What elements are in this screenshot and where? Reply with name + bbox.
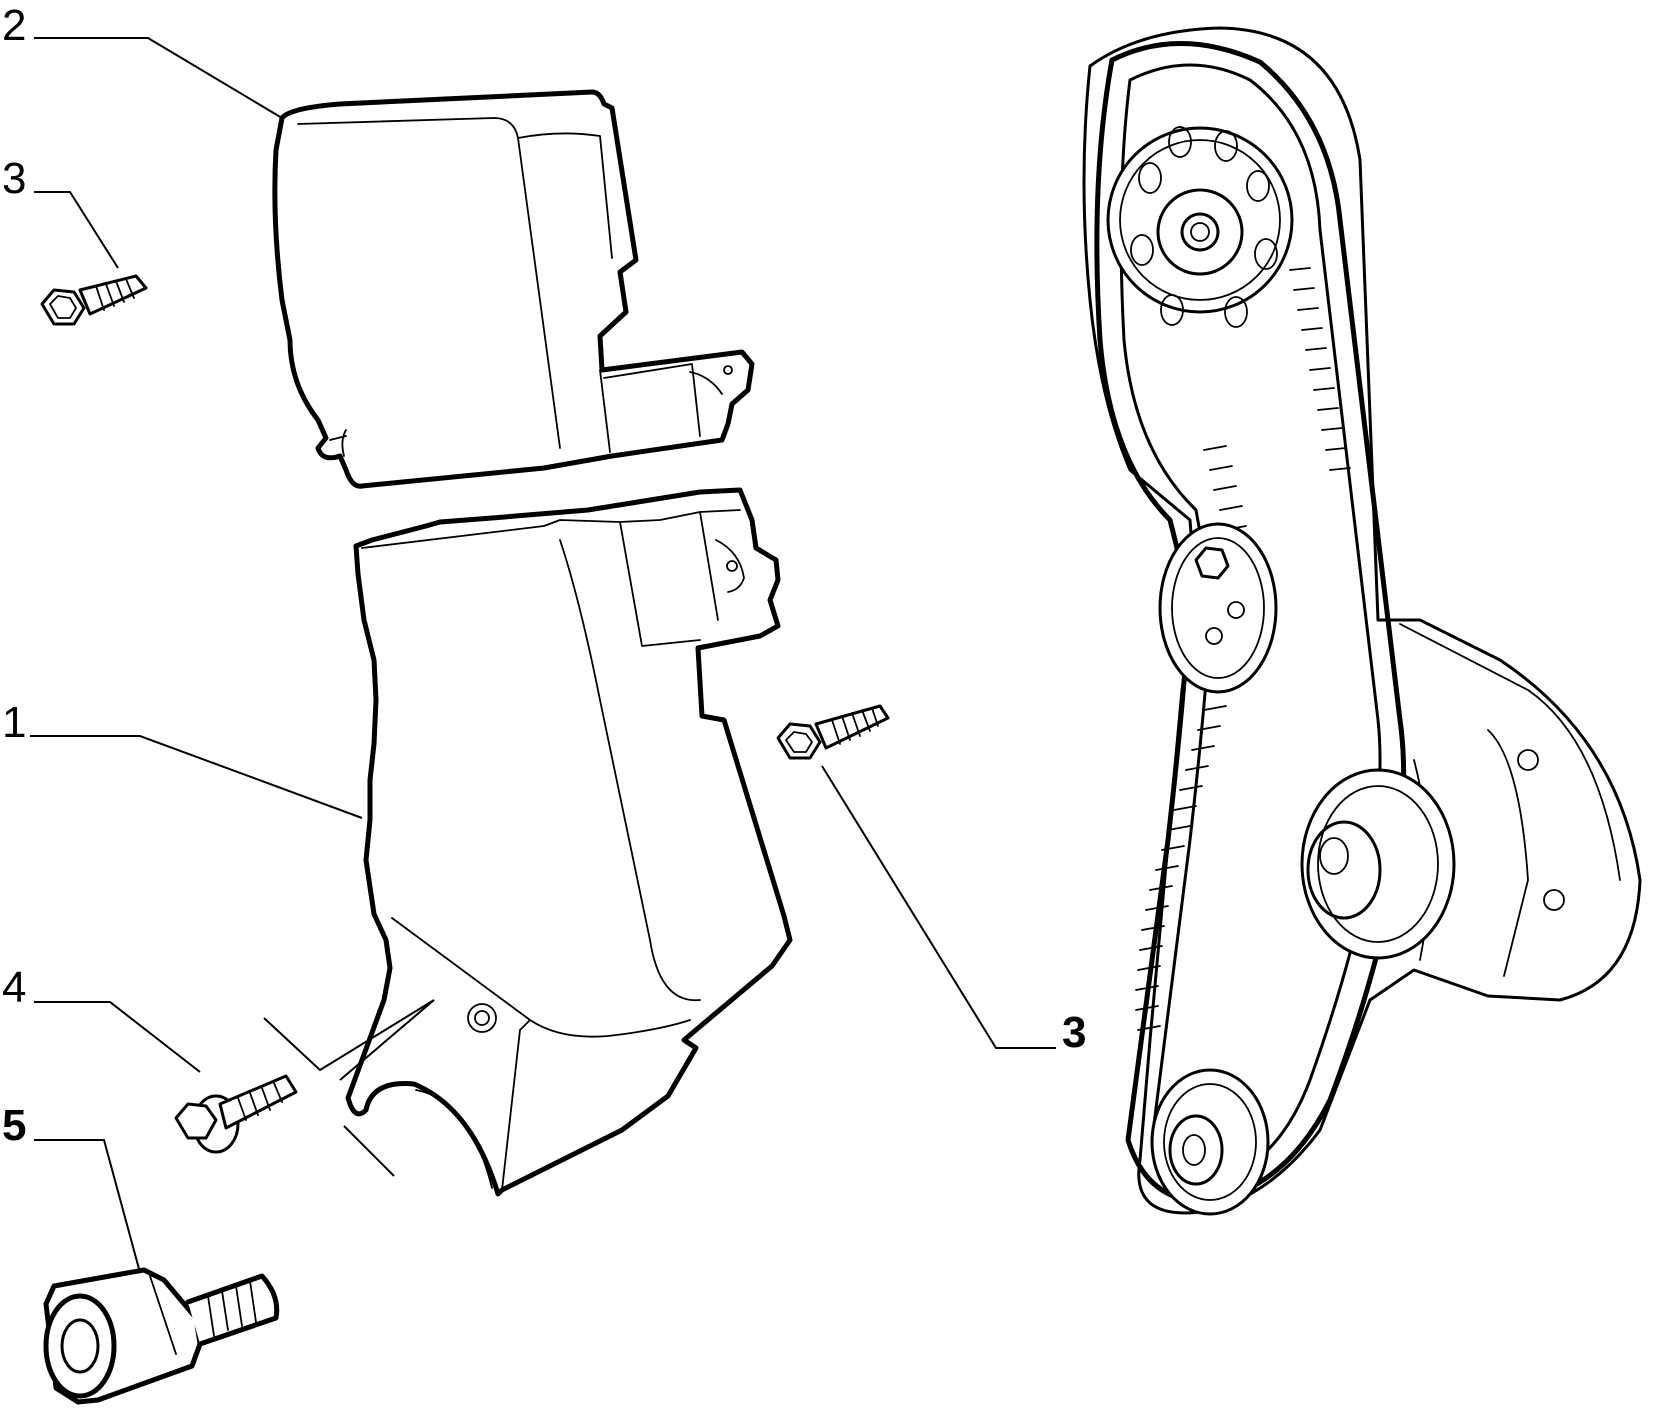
flange-bolt-icon: [174, 1074, 298, 1154]
idler-pulley-icon: [1300, 768, 1456, 960]
callout-5-leader: [34, 1139, 143, 1281]
spacer-stud-icon: [43, 1267, 280, 1405]
callout-3-left-leader: [34, 191, 119, 269]
callout-3-right-label: 3: [1062, 1008, 1086, 1057]
callout-1-leader: [30, 735, 363, 819]
callout-2-leader: [34, 37, 283, 119]
lower-timing-cover-icon: [345, 487, 793, 1197]
callout-4-group: 4: [2, 963, 201, 1073]
callout-3-left-label: 3: [2, 154, 26, 203]
callout-2-label: 2: [2, 1, 26, 50]
tensioner-pulley-icon: [1158, 522, 1278, 694]
callout-3-right-leader: [821, 765, 1056, 1049]
callout-3-right-group: 3: [821, 765, 1086, 1057]
timing-belt-assembly-icon: [1082, 26, 1642, 1216]
section-break-marker: [263, 999, 435, 1177]
callout-1-group: 1: [2, 698, 363, 819]
callout-5-label: 5: [2, 1101, 26, 1150]
callout-4-leader: [34, 1001, 201, 1073]
camshaft-pulley-icon: [1106, 126, 1294, 328]
crankshaft-pulley-icon: [1150, 1068, 1270, 1216]
self-tapping-screw-icon: [40, 274, 148, 326]
upper-timing-cover-icon: [272, 89, 755, 489]
callout-3-left-group: 3: [2, 154, 119, 269]
callout-1-label: 1: [2, 698, 26, 747]
callout-2-group: 2: [2, 1, 283, 119]
callout-5-group: 5: [2, 1101, 143, 1281]
callout-4-label: 4: [2, 963, 26, 1012]
self-tapping-screw-right-icon: [776, 704, 890, 760]
